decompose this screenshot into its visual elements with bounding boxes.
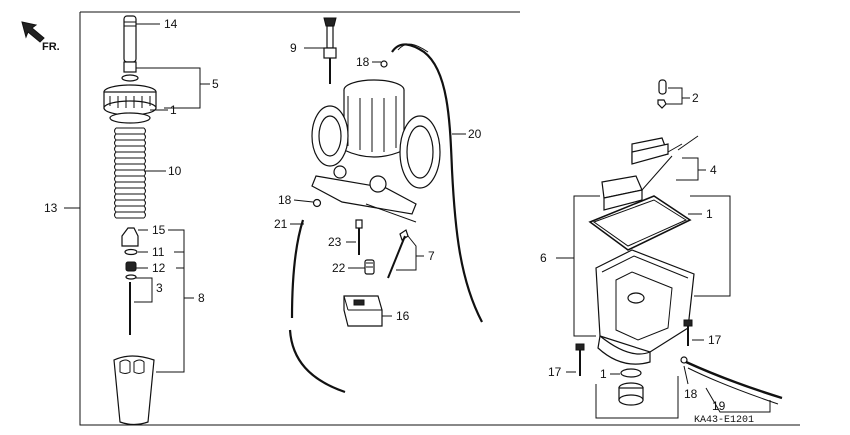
- carburetor-body: [311, 79, 441, 215]
- callout-18-bottom: 18: [684, 387, 698, 401]
- callout-15: 15: [152, 223, 166, 237]
- part-1-float-gasket: [588, 195, 692, 251]
- callout-12: 12: [152, 261, 166, 275]
- part-7-slow-jet: [387, 229, 409, 279]
- part-6-float-chamber: [595, 249, 695, 365]
- callout-11: 11: [152, 245, 165, 259]
- part-drain-plug: [618, 382, 644, 406]
- part-3-jet-needle: [125, 274, 137, 335]
- part-1-cap-gasket: [109, 112, 151, 124]
- diagram-frame: [79, 12, 800, 426]
- callout-8: 8: [198, 291, 205, 305]
- part-top-cap: [103, 84, 157, 116]
- callout-17-right: 17: [708, 333, 722, 347]
- part-18-clip-top: [380, 60, 388, 68]
- part-1-drain-oring: [620, 368, 642, 378]
- callout-23: 23: [328, 235, 342, 249]
- callout-9: 9: [290, 41, 297, 55]
- part-17-screw-right: [683, 319, 693, 346]
- callout-16: 16: [396, 309, 410, 323]
- part-4-float: [601, 135, 699, 211]
- left-callout-leaders: [64, 23, 210, 373]
- callout-17-left: 17: [548, 365, 562, 379]
- callout-2: 2: [692, 91, 699, 105]
- callout-13: 13: [44, 201, 58, 215]
- part-14-cable-adjuster: [123, 15, 137, 63]
- front-direction-label: FR.: [42, 41, 60, 53]
- part-18-clip-mid: [312, 198, 322, 208]
- callout-14: 14: [164, 17, 178, 31]
- part-19-overflow-tube: [685, 360, 783, 405]
- part-9-air-screw: [323, 17, 337, 84]
- part-15-needle-holder: [121, 227, 139, 247]
- callout-18-mid: 18: [278, 193, 292, 207]
- callout-21: 21: [274, 217, 288, 231]
- callout-1-bowl: 1: [706, 207, 713, 221]
- part-10-throttle-spring: [114, 127, 146, 219]
- part-23-needle-jet: [355, 219, 363, 255]
- callout-22: 22: [332, 261, 346, 275]
- part-17-screw-left: [575, 343, 585, 376]
- part-16-float-valve: [343, 295, 383, 327]
- callout-20: 20: [468, 127, 482, 141]
- part-20-vent-tube: [391, 43, 483, 323]
- part-11-clip: [124, 248, 138, 256]
- callout-18-top: 18: [356, 55, 370, 69]
- callout-5: 5: [212, 77, 219, 91]
- diagram-code: KA43-E1201: [694, 415, 754, 426]
- right-callout-leaders: [556, 87, 771, 419]
- callout-3: 3: [156, 281, 163, 295]
- front-direction-arrow-icon: [21, 21, 45, 43]
- part-21-drain-tube: [288, 219, 346, 394]
- part-8-throttle-valve: [113, 355, 155, 426]
- part-18-clip-bottom: [680, 356, 688, 364]
- callout-10: 10: [168, 164, 182, 178]
- part-12-washer: [125, 261, 137, 272]
- part-22-main-jet: [364, 259, 375, 275]
- callout-1-top: 1: [170, 103, 177, 117]
- callout-1-oring: 1: [600, 367, 607, 381]
- callout-7: 7: [428, 249, 435, 263]
- part-2-float-pin: [657, 79, 667, 109]
- callout-6: 6: [540, 251, 547, 265]
- callout-4: 4: [710, 163, 717, 177]
- center-callout-leaders: [290, 47, 466, 317]
- part-5-cap-nut: [121, 61, 139, 82]
- callout-19: 19: [712, 399, 726, 413]
